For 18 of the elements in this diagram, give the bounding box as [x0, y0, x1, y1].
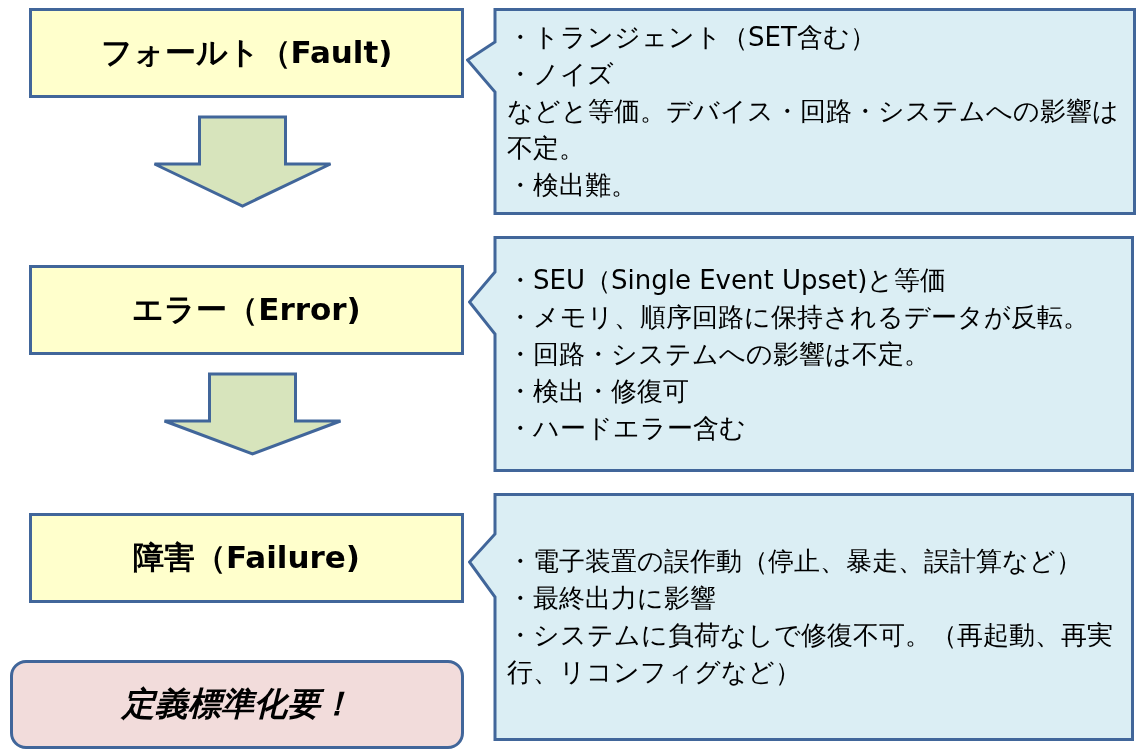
callout-text: ・ハードエラー含む — [507, 411, 747, 445]
callout-text: ・ノイズ — [507, 58, 615, 91]
callout-text: ・回路・システムへの影響は不定。 — [507, 337, 931, 371]
callout-text: ・電子装置の誤作動（停止、暴走、誤計算など） — [507, 545, 1083, 578]
note-box: 定義標準化要！ — [10, 660, 464, 749]
block-arrow — [153, 115, 332, 208]
term-box: 障害（Failure) — [29, 513, 464, 603]
callout-text: ・システムに負荷なしで修復不可。（再起動、再実行、リコンフィグなど） — [507, 619, 1114, 689]
callout-text: ・トランジェント（SET含む） — [507, 21, 877, 54]
callout-text: ・検出・修復可 — [507, 374, 690, 408]
callout-text: などと等価。デバイス・回路・システムへの影響は不定。 — [507, 95, 1120, 165]
block-arrow — [163, 372, 342, 456]
callout-text: ・最終出力に影響 — [507, 582, 717, 615]
callout-text: ・検出難。 — [507, 169, 638, 202]
term-box: エラー（Error) — [29, 265, 464, 355]
callout-text: ・SEU（Single Event Upset)と等価 — [507, 263, 948, 297]
term-box: フォールト（Fault) — [29, 8, 464, 98]
callout-text: ・メモリ、順序回路に保持されるデータが反転。 — [507, 300, 1090, 334]
